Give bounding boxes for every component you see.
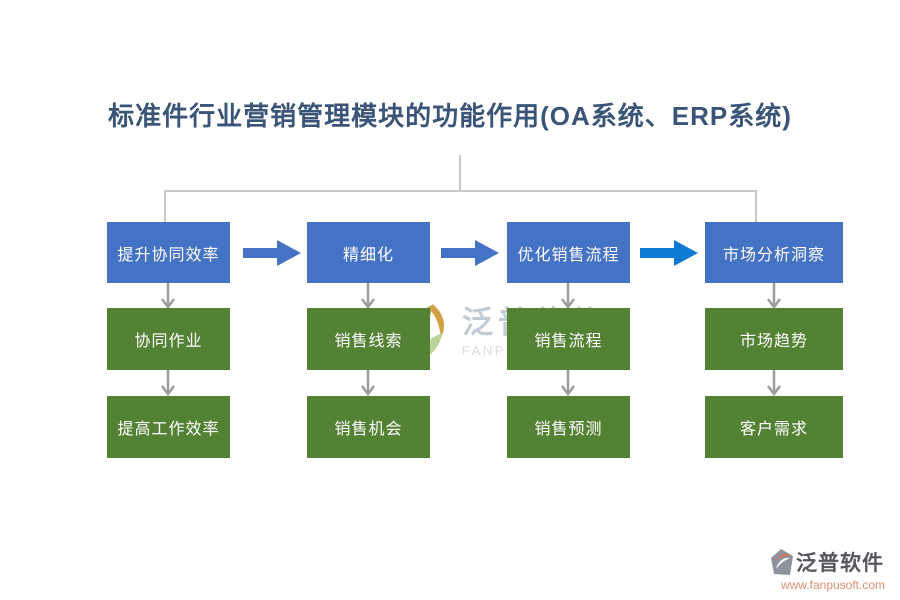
fanpu-logo-icon [771,549,793,575]
node-work-efficiency: 提高工作效率 [107,396,230,458]
connector-drop-left [164,190,166,223]
node-sales-process: 销售流程 [507,308,630,370]
node-top-optimize-sales: 优化销售流程 [507,222,630,283]
connector-drop-right [755,190,757,223]
down-arrow-icon [361,369,375,396]
down-arrow-icon [361,282,375,309]
footer-url: www.fanpusoft.com [780,578,886,592]
down-arrow-icon [161,369,175,396]
connector-title-stem [459,155,461,192]
down-arrow-icon [767,282,781,309]
node-top-refinement: 精细化 [307,222,430,283]
down-arrow-icon [561,282,575,309]
footer-brand-name: 泛普软件 [796,552,884,575]
node-sales-opportunity: 销售机会 [307,396,430,458]
flow-right-arrow-icon [243,240,301,266]
node-sales-forecast: 销售预测 [507,396,630,458]
connector-horizontal [164,190,757,192]
flow-right-arrow-icon [640,240,698,266]
node-customer-demand: 客户需求 [705,396,843,458]
node-collab-work: 协同作业 [107,308,230,370]
page-title: 标准件行业营销管理模块的功能作用(OA系统、ERP系统) [108,101,792,131]
footer-brand-block: 泛普软件 www.fanpusoft.com [770,547,896,592]
node-top-market-insight: 市场分析洞察 [705,222,843,283]
down-arrow-icon [161,282,175,309]
down-arrow-icon [561,369,575,396]
node-top-collab-efficiency: 提升协同效率 [107,222,230,283]
node-market-trend: 市场趋势 [705,308,843,370]
node-sales-leads: 销售线索 [307,308,430,370]
flow-right-arrow-icon [441,240,499,266]
down-arrow-icon [767,369,781,396]
